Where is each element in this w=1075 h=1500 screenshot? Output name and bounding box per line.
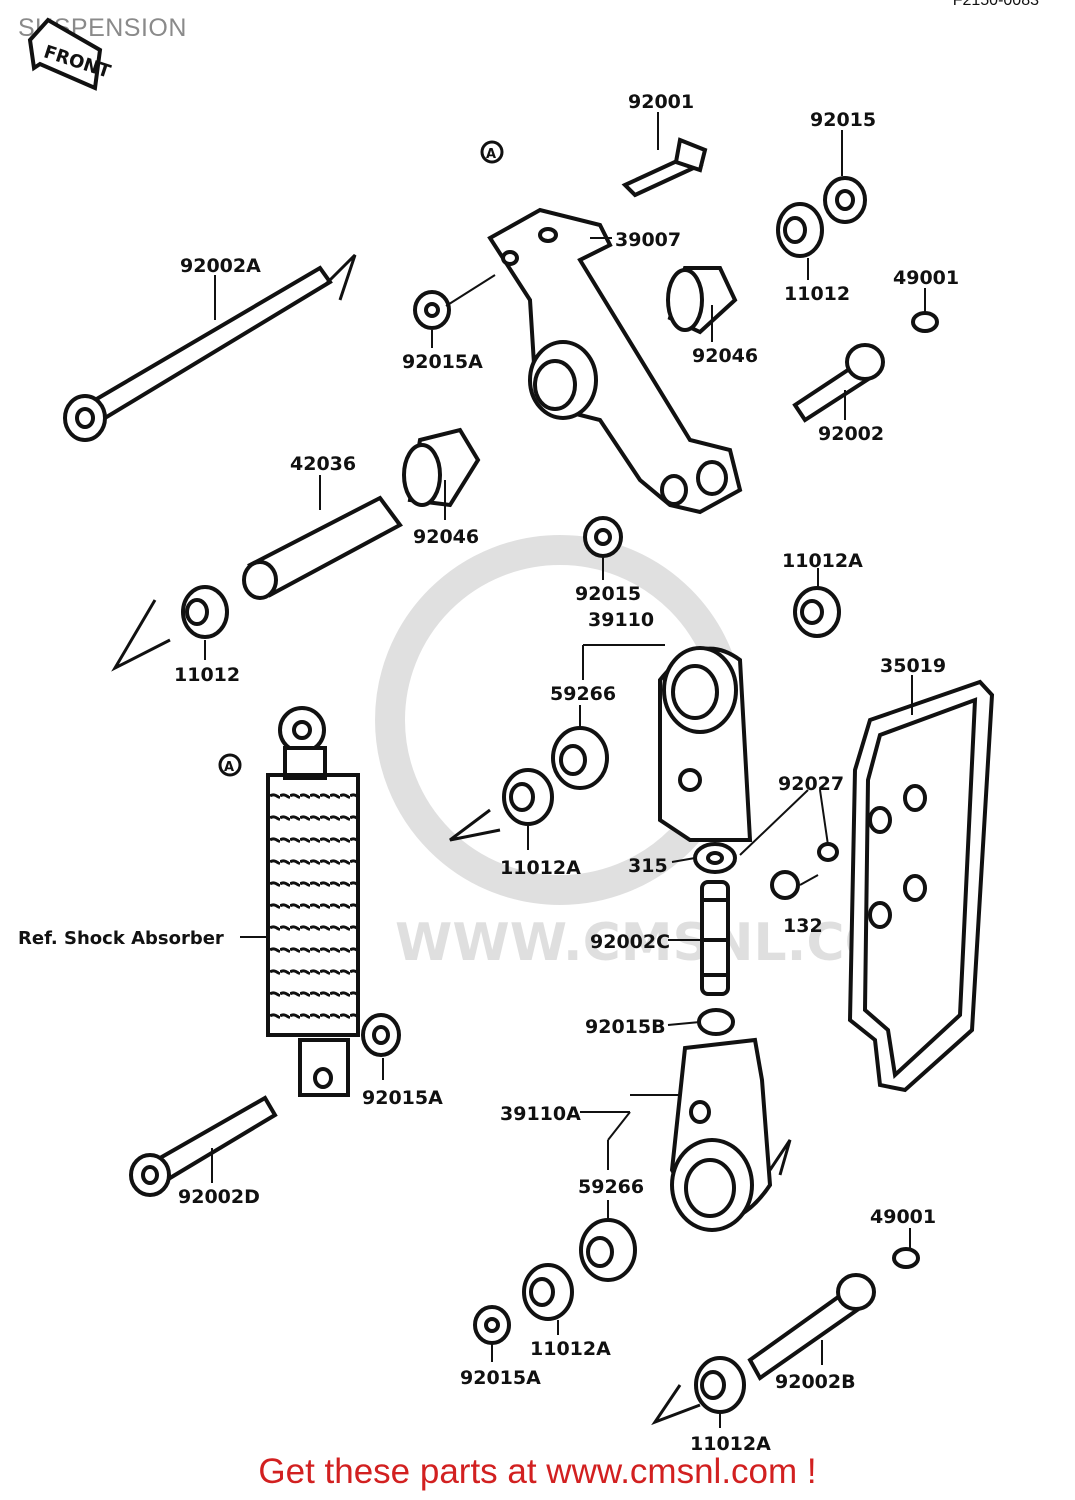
label-92015A-mid: 92015A — [362, 1087, 443, 1109]
direction-arrow-icon — [111, 599, 171, 672]
label-92027: 92027 — [778, 773, 844, 795]
direction-arrow-icon — [651, 1384, 701, 1426]
bearing-92046-left-part — [402, 427, 481, 508]
label-11012A-mid: 11012A — [782, 550, 863, 572]
direction-arrow-icon — [449, 808, 501, 842]
shaft-92002-part — [792, 343, 885, 423]
label-39110: 39110 — [588, 609, 654, 631]
grease-fitting-49001-top-part — [911, 311, 939, 333]
threaded-rod-92002C-part — [700, 880, 730, 996]
collar-11012-top-part — [776, 202, 824, 258]
front-arrow-icon: FRONT — [27, 17, 114, 91]
shaft-92002B-part — [747, 1273, 876, 1381]
label-11012-top: 11012 — [784, 283, 850, 305]
bearing-92046-right-part — [666, 266, 738, 335]
shock-absorber-part — [266, 706, 360, 1097]
label-92002D: 92002D — [178, 1186, 260, 1208]
leader-lines — [204, 112, 926, 1428]
label-315: 315 — [628, 855, 668, 877]
label-92002C: 92002C — [590, 931, 670, 953]
bolt-132-part — [770, 870, 800, 900]
bushing-59266-bottom-part — [579, 1218, 637, 1282]
bolt-92002A-part — [63, 265, 333, 442]
label-11012A-center: 11012A — [500, 857, 581, 879]
label-92015B: 92015B — [585, 1016, 666, 1038]
label-ref-shock-absorber: Ref. Shock Absorber — [18, 928, 224, 949]
label-39007: 39007 — [615, 229, 681, 251]
nut-92015A-top-part — [413, 290, 451, 330]
label-92015-mid: 92015 — [575, 583, 641, 605]
nut-92015A-mid-part — [361, 1013, 401, 1057]
label-59266-top: 59266 — [550, 683, 616, 705]
svg-text:A: A — [224, 760, 234, 775]
collar-11012-left-part — [181, 585, 229, 639]
tie-rod-39110A-part — [669, 1037, 773, 1232]
label-92015-top: 92015 — [810, 109, 876, 131]
label-49001-bottom: 49001 — [870, 1206, 936, 1228]
nut-315-part — [693, 842, 737, 874]
label-92002A: 92002A — [180, 255, 261, 277]
nut-92015B-part — [697, 1008, 735, 1036]
nut-92015-part — [823, 176, 867, 224]
nut-92015A-bottom-part — [473, 1305, 511, 1345]
label-35019: 35019 — [880, 655, 946, 677]
bolt-92002D-part — [129, 1095, 278, 1197]
bushing-59266-top-part — [551, 726, 609, 790]
ref-marker-icon: A A — [218, 140, 504, 777]
nut-92015-mid-part — [583, 516, 623, 558]
bolt-92001-part — [621, 137, 708, 198]
direction-arrow-icon — [323, 253, 357, 301]
collar-11012A-lowest-part — [694, 1356, 746, 1414]
label-11012A-lowest: 11012A — [690, 1433, 771, 1455]
label-59266-bottom: 59266 — [578, 1176, 644, 1198]
collar-11012A-bottom-part — [522, 1263, 574, 1321]
label-92002B: 92002B — [775, 1371, 856, 1393]
sleeve-42036-part — [242, 495, 403, 600]
grease-fitting-49001-bottom-part — [892, 1247, 920, 1269]
label-11012-left: 11012 — [174, 664, 240, 686]
bolt-92027-part — [817, 842, 839, 862]
drawing-code: F2150-0083 — [952, 0, 1039, 9]
svg-text:A: A — [486, 147, 496, 162]
collar-11012A-center-part — [502, 768, 554, 826]
label-92001: 92001 — [628, 91, 694, 113]
label-92002: 92002 — [818, 423, 884, 445]
guard-plate-35019-part — [847, 679, 995, 1093]
label-92046-left: 92046 — [413, 526, 479, 548]
label-92015A-bottom: 92015A — [460, 1367, 541, 1389]
label-132: 132 — [783, 915, 823, 937]
label-92046-right: 92046 — [692, 345, 758, 367]
label-92015A-top: 92015A — [402, 351, 483, 373]
label-11012A-bottom: 11012A — [530, 1338, 611, 1360]
direction-arrow-icon — [768, 1139, 792, 1176]
rocker-arm-part — [487, 207, 743, 515]
tie-rod-39110-part — [658, 646, 753, 842]
label-39110A: 39110A — [500, 1103, 581, 1125]
footer-link-text[interactable]: Get these parts at www.cmsnl.com ! — [258, 1452, 817, 1491]
label-42036: 42036 — [290, 453, 356, 475]
collar-11012A-mid-part — [793, 586, 841, 638]
label-49001-top: 49001 — [893, 267, 959, 289]
